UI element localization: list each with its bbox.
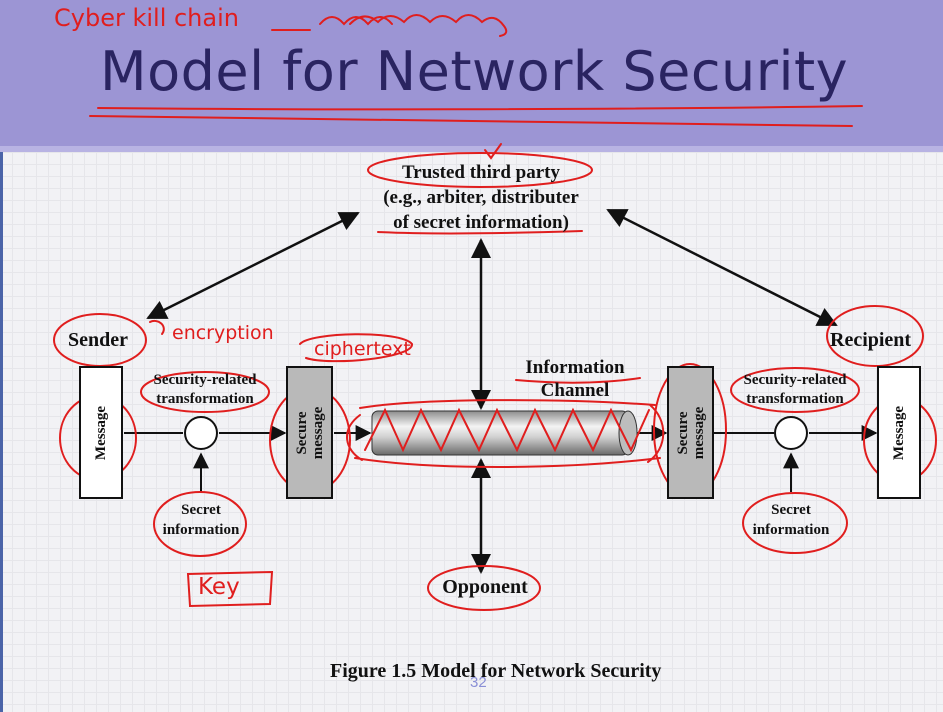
ink-key-box	[186, 570, 274, 608]
srt-left-label: Security-related transformation	[142, 371, 268, 409]
recipient-label: Recipient	[830, 329, 912, 351]
secure-left-line-2: message	[309, 406, 326, 459]
secure-right-line-2: message	[690, 406, 707, 459]
annotation-cyber-kill-chain: Cyber kill chain	[54, 4, 239, 32]
message-left-text: Message	[93, 405, 109, 460]
secret-info-left: Secret information	[152, 500, 250, 540]
ttp-line-3: of secret information)	[393, 212, 569, 233]
secure-right-line-1: Secure	[674, 410, 691, 455]
annotation-ciphertext: ciphertext	[314, 338, 411, 360]
ink-opponent-circle	[427, 565, 541, 611]
ink-secret-right-circle	[742, 492, 848, 554]
srt-right-line-1: Security-related	[743, 372, 847, 388]
secure-message-right-text: Secure message	[675, 406, 707, 459]
ink-underline-1	[97, 105, 863, 111]
annotation-encryption: encryption	[172, 322, 274, 344]
slide-left-edge	[0, 152, 3, 712]
ink-channel-underline	[515, 377, 641, 384]
annotation-key: Key	[198, 574, 240, 600]
srt-right-label: Security-related transformation	[732, 371, 858, 409]
channel-line-1: Information	[525, 357, 625, 378]
ttp-label: Trusted third party (e.g., arbiter, dist…	[350, 160, 612, 235]
secure-left-line-1: Secure	[293, 410, 310, 455]
ink-chain	[319, 14, 508, 37]
transformation-node-right	[774, 416, 808, 450]
arrow-ttp-recipient	[606, 208, 838, 327]
secure-message-left-text: Secure message	[294, 406, 326, 459]
message-box-left: Message	[79, 366, 123, 499]
opponent-label: Opponent	[442, 576, 528, 598]
ink-check	[484, 143, 502, 160]
message-box-right: Message	[877, 366, 921, 499]
ink-encryption-hook	[149, 320, 165, 335]
secure-message-box-right: Secure message	[667, 366, 714, 499]
ink-secret-left-circle	[153, 491, 247, 557]
channel-pipe-end	[618, 410, 638, 456]
secret-info-right: Secret information	[742, 500, 840, 540]
ttp-line-2: (e.g., arbiter, distributer	[383, 187, 579, 208]
secret-right-line-1: Secret	[771, 502, 811, 518]
ink-recipient-circle	[826, 305, 924, 367]
srt-left-line-1: Security-related	[153, 372, 257, 388]
srt-left-line-2: transformation	[156, 391, 254, 407]
ttp-line-1: Trusted third party	[402, 162, 560, 183]
ink-pipe-zigzag	[364, 407, 650, 453]
ink-ciphertext-circle	[299, 333, 413, 363]
secure-message-box-left: Secure message	[286, 366, 333, 499]
ink-srt-left-circle	[140, 371, 270, 413]
channel-line-2: Channel	[540, 380, 610, 401]
slide-title: Model for Network Security	[100, 40, 849, 103]
sender-label: Sender	[68, 329, 128, 351]
figure-caption: Figure 1.5 Model for Network Security	[330, 660, 662, 682]
channel-label: Information Channel	[508, 356, 642, 402]
ink-ttp-circle	[367, 152, 593, 188]
secret-right-line-2: information	[752, 522, 830, 538]
srt-right-line-2: transformation	[746, 391, 844, 407]
message-right-text: Message	[891, 405, 907, 460]
page-number: 32	[470, 674, 487, 691]
arrow-ttp-sender	[146, 211, 360, 320]
ink-srt-right-circle	[730, 367, 860, 413]
ink-underline-2	[89, 115, 853, 127]
secret-left-line-1: Secret	[181, 502, 221, 518]
ink-pipe-scribble	[346, 399, 665, 468]
secret-left-line-2: information	[162, 522, 240, 538]
transformation-node-left	[184, 416, 218, 450]
ink-ttp-underline	[377, 230, 583, 235]
header-divider	[0, 146, 943, 152]
